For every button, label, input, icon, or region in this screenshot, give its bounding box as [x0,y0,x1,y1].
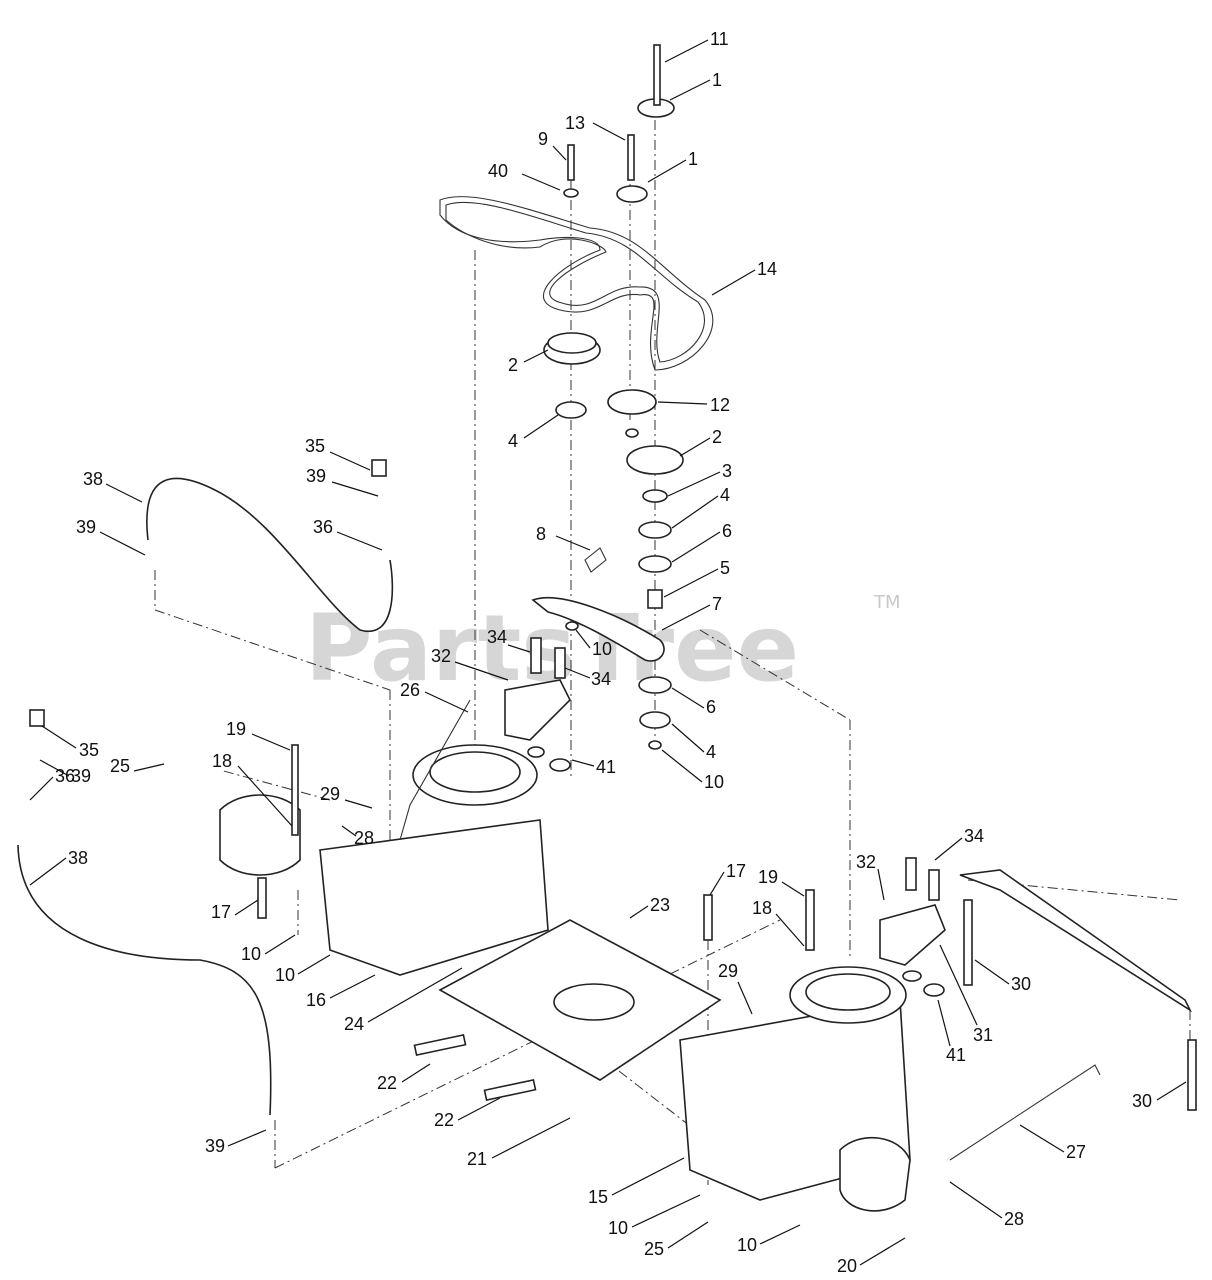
callout-13: 13 [565,113,585,133]
callout-7: 7 [712,594,722,614]
watermark-tm: TM [873,592,901,613]
callout-17-left: 17 [211,902,231,922]
callout-4-lower: 4 [706,742,716,762]
callout-10-bottom-a: 10 [608,1218,628,1238]
callout-19-left: 19 [226,719,246,739]
callout-35-upper: 35 [305,436,325,456]
callout-39-lower: 39 [71,766,91,786]
callout-39-upper: 39 [306,466,326,486]
callout-25-bottom: 25 [644,1239,664,1259]
callout-34-right: 34 [591,669,611,689]
callout-18-right: 18 [752,898,772,918]
drive-belt [439,196,714,371]
callout-30-lower: 30 [1132,1091,1152,1111]
callout-34-far: 34 [964,826,984,846]
callout-2-lower: 2 [712,427,722,447]
callout-29-left: 29 [320,784,340,804]
callout-38-upper: 38 [83,469,103,489]
callout-40: 40 [488,161,508,181]
callout-9: 9 [538,129,548,149]
callout-24: 24 [344,1014,364,1034]
callout-20: 20 [837,1256,857,1276]
callout-35-lower: 35 [79,740,99,760]
mount-plate [413,919,722,1102]
callout-10-bottom-b: 10 [737,1235,757,1255]
callouts: 11 1 13 9 1 40 14 2 12 4 2 3 4 6 5 7 8 1… [29,29,1187,1276]
callout-4-left: 4 [508,431,518,451]
callout-39-left: 39 [76,517,96,537]
callout-4-upper: 4 [720,485,730,505]
callout-27: 27 [1066,1142,1086,1162]
callout-36-upper: 36 [313,517,333,537]
callout-34-left: 34 [487,627,507,647]
upper-pulley-stack [543,44,684,750]
callout-2-upper: 2 [508,355,518,375]
callout-25-left: 25 [110,756,130,776]
hoses [17,459,394,1116]
callout-29-right: 29 [718,961,738,981]
callout-30-upper: 30 [1011,974,1031,994]
callout-41-left: 41 [596,757,616,777]
callout-26: 26 [400,680,420,700]
left-transmission [219,744,549,976]
callout-38-lower: 38 [68,848,88,868]
callout-10-stack: 10 [704,772,724,792]
callout-19-right: 19 [758,867,778,887]
callout-17-right: 17 [726,861,746,881]
idler-brackets [504,637,946,997]
callout-28-right: 28 [1004,1209,1024,1229]
callout-21: 21 [467,1149,487,1169]
right-transmission [679,889,911,1212]
callout-36-lower: 36 [55,766,75,786]
callout-5: 5 [720,558,730,578]
callout-18-left: 18 [212,751,232,771]
callout-8: 8 [536,524,546,544]
callout-10-arm: 10 [592,639,612,659]
callout-41-right: 41 [946,1045,966,1065]
callout-22-upper: 22 [377,1073,397,1093]
callout-23: 23 [650,895,670,915]
callout-28-left: 28 [354,828,374,848]
callout-1-mid: 1 [688,149,698,169]
callout-10-left-a: 10 [241,944,261,964]
callout-3: 3 [722,461,732,481]
callout-32-left: 32 [431,646,451,666]
callout-31: 31 [973,1025,993,1045]
callout-32-right: 32 [856,852,876,872]
callout-14: 14 [757,259,777,279]
callout-11: 11 [710,29,729,49]
callout-22-lower: 22 [434,1110,454,1130]
callout-1-top: 1 [712,70,722,90]
idler-arm [531,547,665,662]
callout-12: 12 [710,395,730,415]
callout-6-upper: 6 [722,521,732,541]
callout-10-left-b: 10 [275,965,295,985]
callout-16: 16 [306,990,326,1010]
callout-15: 15 [588,1187,608,1207]
callout-39-bottom: 39 [205,1136,225,1156]
callout-6-lower: 6 [706,697,716,717]
shield-and-rods [399,699,1197,1161]
